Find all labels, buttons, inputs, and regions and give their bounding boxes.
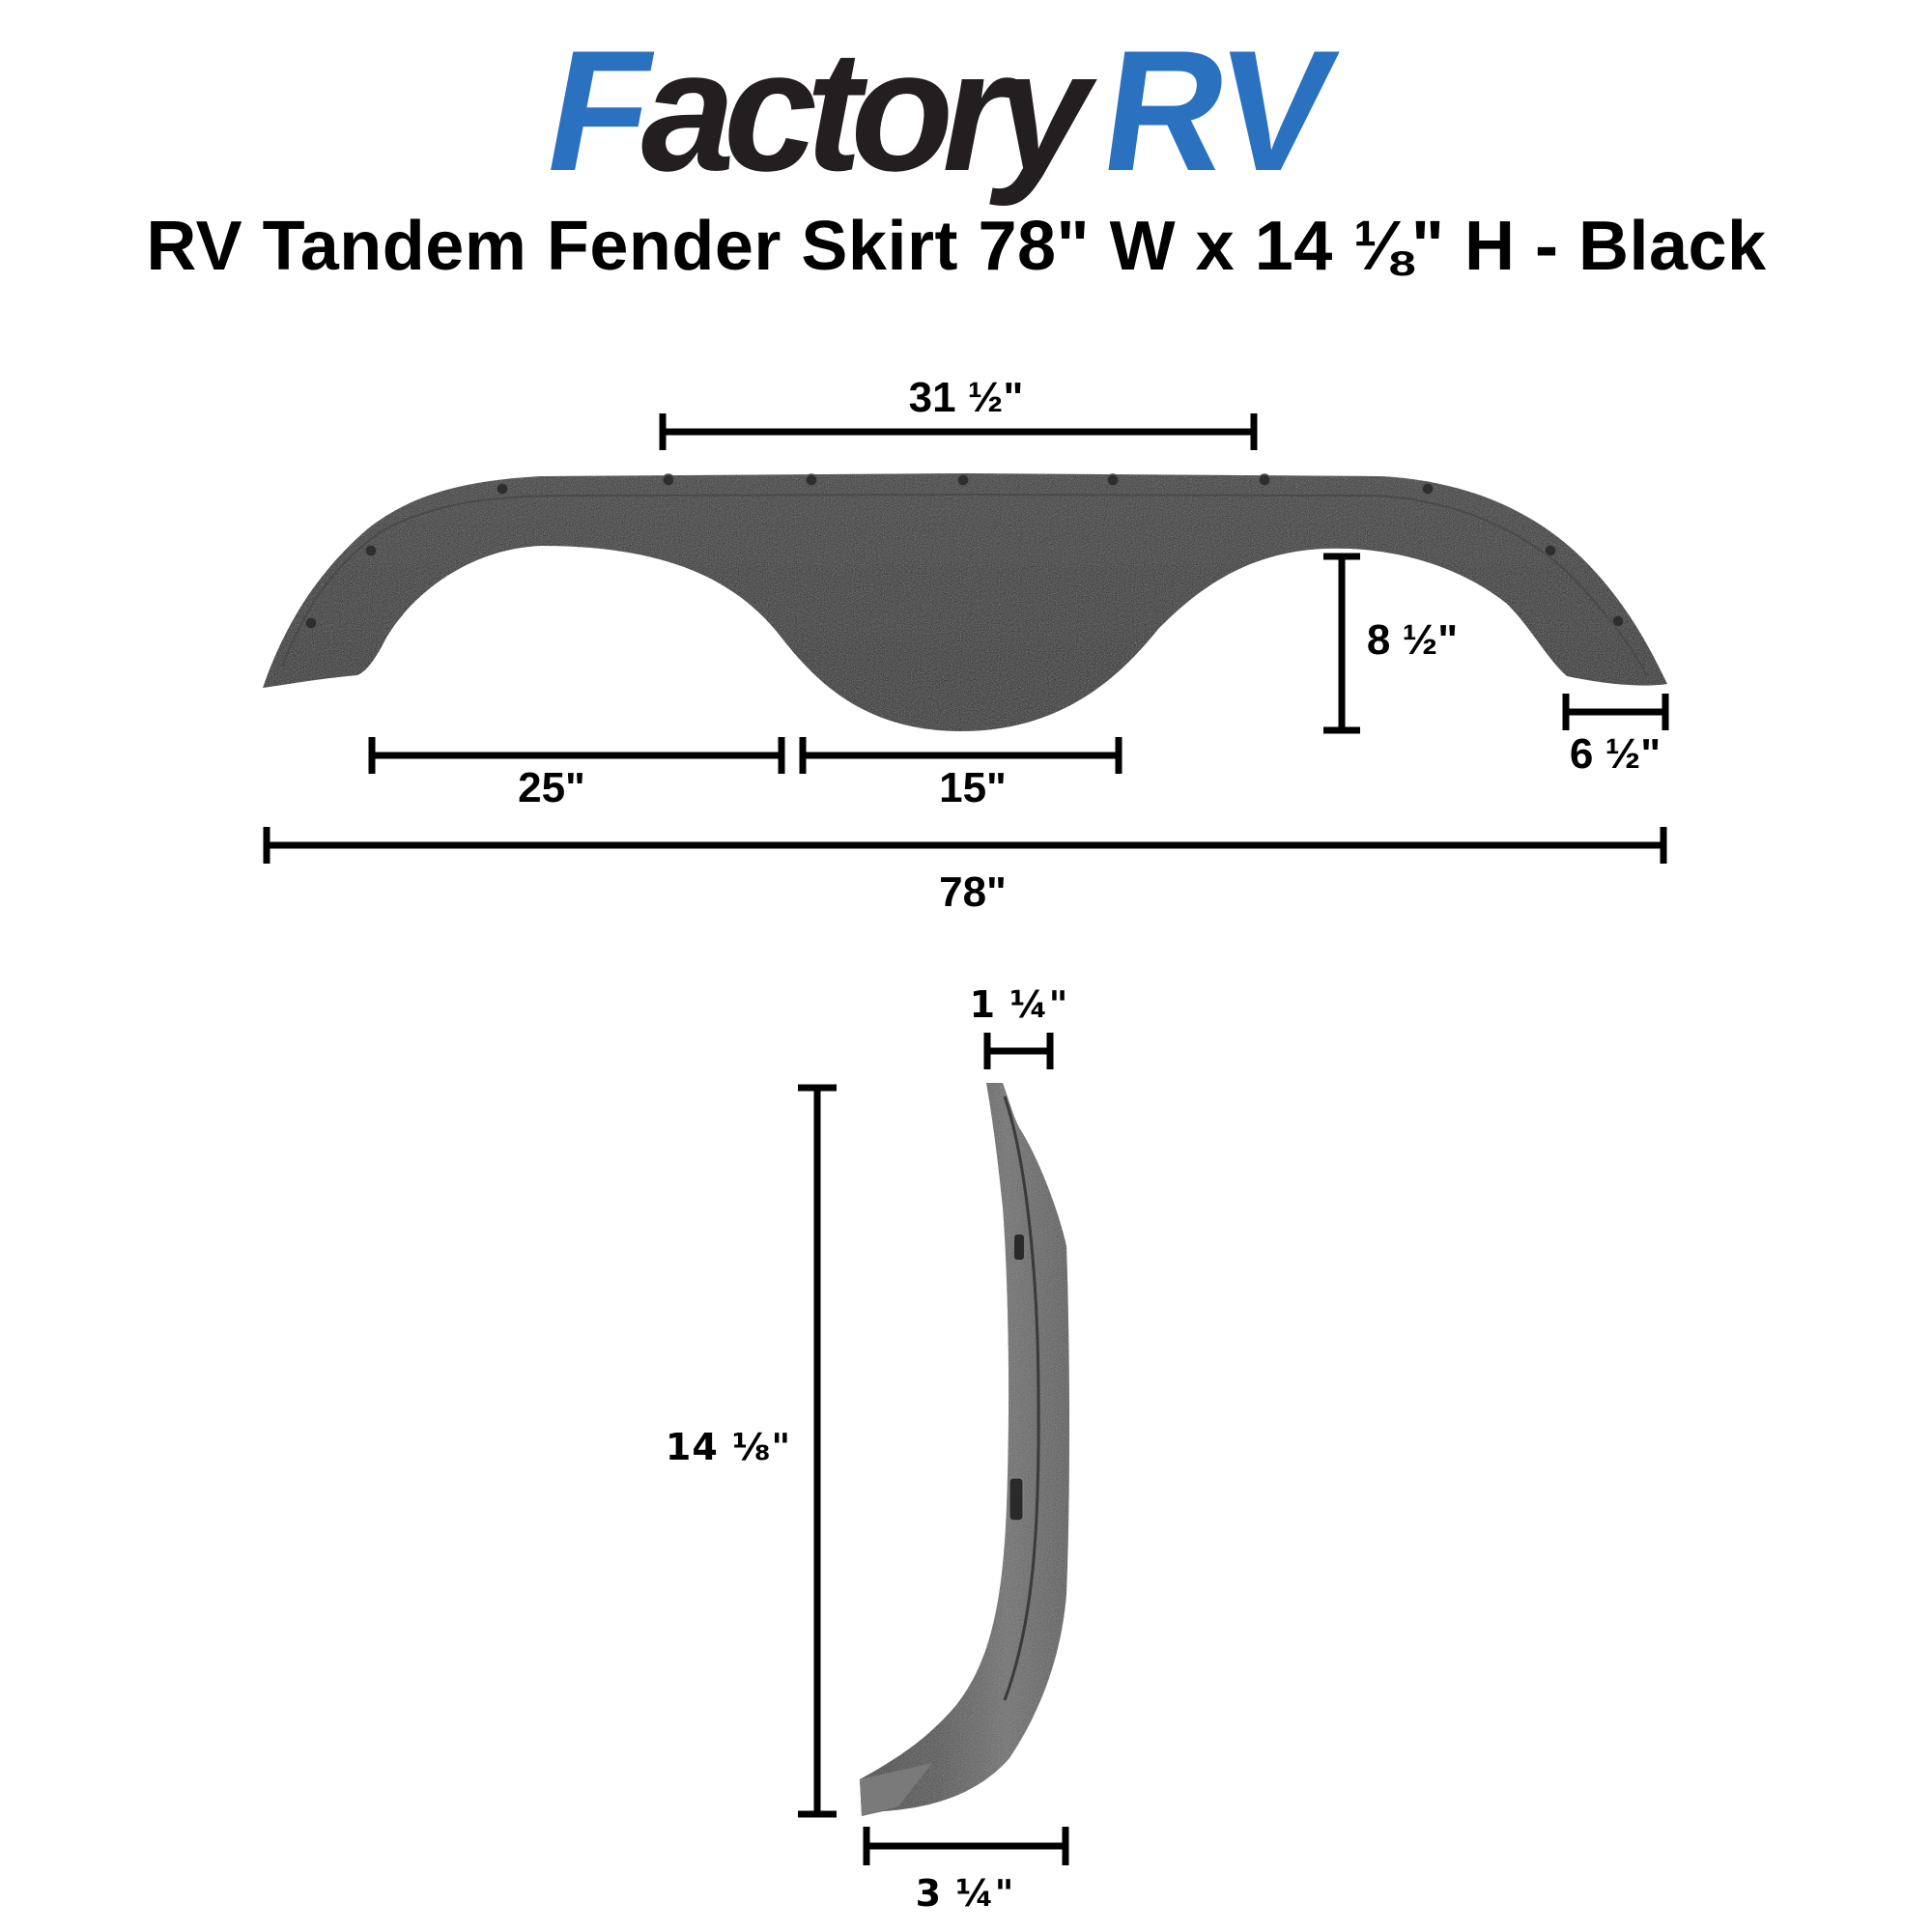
dimline-top-depth bbox=[983, 1033, 1054, 1069]
label-arch-height: 8 ½" bbox=[1366, 616, 1459, 664]
profile-ridge bbox=[1003, 1095, 1040, 1701]
bolt-icon bbox=[364, 544, 378, 557]
label-arch-width: 25" bbox=[518, 764, 585, 811]
dimline-arch-width bbox=[368, 737, 785, 774]
bolt-icon bbox=[1611, 614, 1625, 628]
bolt-icon bbox=[1421, 482, 1435, 496]
label-overall-width: 78" bbox=[939, 868, 1007, 916]
profile-body bbox=[860, 1083, 1069, 1816]
bolt-icon bbox=[1106, 473, 1120, 487]
label-bottom-depth: 3 ¼" bbox=[915, 1872, 1015, 1915]
bolt-icon bbox=[1544, 544, 1557, 557]
label-end-flange: 6 ½" bbox=[1569, 730, 1662, 778]
fender-bolts bbox=[304, 473, 1625, 630]
label-top-depth: 1 ¼" bbox=[969, 983, 1069, 1026]
fender-front-view bbox=[263, 473, 1667, 731]
fender-flange-line bbox=[281, 493, 1648, 677]
bolt-icon bbox=[662, 473, 675, 487]
factoryrv-logo: FactoryRV bbox=[548, 14, 1372, 207]
label-center-width: 15" bbox=[939, 764, 1007, 811]
dimline-top-span bbox=[659, 413, 1258, 450]
fender-side-profile bbox=[860, 1083, 1069, 1816]
fender-body bbox=[263, 473, 1667, 731]
dimline-bottom-depth bbox=[863, 1827, 1069, 1865]
label-top-span: 31 ½" bbox=[908, 374, 1024, 421]
dimline-center-width bbox=[799, 737, 1122, 774]
front-dimension-lines bbox=[263, 413, 1669, 864]
logo-word-actory: actory bbox=[640, 14, 1091, 207]
dimline-end-flange bbox=[1562, 694, 1669, 730]
bolt-icon bbox=[496, 482, 509, 496]
side-dimension-lines bbox=[798, 1033, 1069, 1865]
dimline-arch-height bbox=[1323, 553, 1360, 734]
bolt-icon bbox=[805, 473, 818, 487]
dimline-overall-height bbox=[798, 1084, 837, 1818]
dimline-overall-width bbox=[263, 827, 1667, 864]
profile-slot bbox=[1014, 1235, 1024, 1260]
bolt-icon bbox=[956, 473, 970, 487]
profile-tip bbox=[860, 1763, 932, 1816]
profile-slot bbox=[1009, 1477, 1024, 1521]
logo-letter-f: F bbox=[548, 14, 651, 207]
product-title: RV Tandem Fender Skirt 78" W x 14 ⅛" H -… bbox=[146, 208, 1767, 285]
label-overall-height: 14 ⅛" bbox=[665, 1426, 792, 1468]
bolt-icon bbox=[304, 616, 318, 630]
bolt-icon bbox=[1258, 473, 1271, 487]
